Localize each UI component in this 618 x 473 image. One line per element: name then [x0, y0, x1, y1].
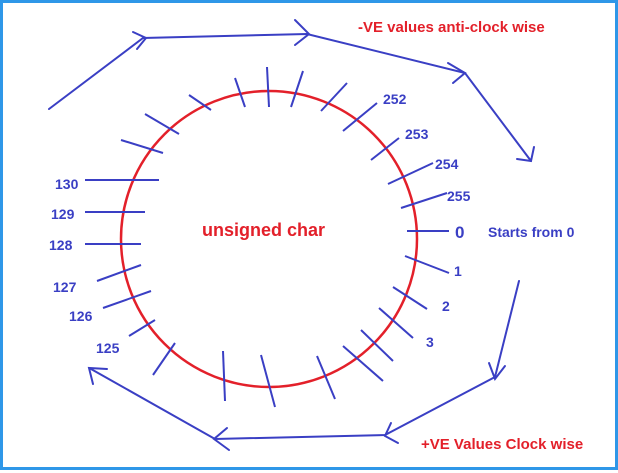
tick-254: [387, 162, 434, 185]
negative-direction-label: -VE values anti-clock wise: [358, 19, 545, 36]
tick-7: [152, 342, 176, 376]
tick-5: [260, 354, 276, 408]
label-130: 130: [55, 176, 79, 192]
label-127: 127: [53, 279, 77, 295]
clockwise-path: [90, 280, 520, 441]
anticlockwise-path: [48, 32, 532, 162]
positive-direction-label: +VE Values Clock wise: [421, 436, 583, 453]
tick-131: [120, 139, 164, 154]
tick-4: [316, 355, 336, 400]
tick-252: [342, 102, 378, 132]
tick-253: [370, 137, 400, 161]
clockwise-arrow: [87, 280, 520, 451]
label-252: 252: [383, 91, 407, 107]
arrowhead-1: [132, 31, 148, 50]
label-128: 128: [49, 237, 73, 253]
label-0: 0: [455, 223, 464, 242]
anticlockwise-arrow: [48, 19, 535, 163]
tick-255: [400, 192, 448, 209]
label-3: 3: [426, 334, 434, 350]
label-254: 254: [435, 156, 459, 172]
label-129: 129: [51, 206, 75, 222]
tick-127: [96, 264, 142, 282]
tick-marks: [85, 66, 450, 408]
label-126: 126: [69, 308, 93, 324]
arrowhead-8: [87, 366, 108, 385]
tick-3c: [342, 345, 384, 382]
tick-136: [290, 70, 304, 108]
tick-1: [404, 255, 450, 274]
arrowhead-6: [383, 422, 399, 444]
label-255: 255: [447, 188, 471, 204]
tick-3b: [360, 329, 394, 362]
tick-6: [222, 350, 226, 402]
tick-135: [266, 66, 270, 108]
start-label: Starts from 0: [488, 224, 575, 240]
center-label: unsigned char: [202, 220, 325, 240]
arrowhead-2: [294, 19, 311, 46]
tick-3a: [378, 307, 414, 339]
unsigned-char-wraparound-diagram: -VE values anti-clock wise +VE Values Cl…: [48, 19, 583, 453]
tick-132: [144, 113, 180, 135]
label-1: 1: [454, 263, 462, 279]
tick-251: [320, 82, 348, 112]
arrowhead-3: [447, 62, 467, 84]
label-253: 253: [405, 126, 429, 142]
tick-133: [188, 94, 212, 111]
tick-134: [234, 77, 246, 108]
label-125: 125: [96, 340, 120, 356]
arrowhead-7: [212, 427, 230, 451]
tick-2: [392, 286, 428, 310]
tick-126: [102, 290, 152, 309]
arrowhead-4: [516, 146, 535, 163]
tick-125: [128, 319, 156, 337]
arrowhead-5: [488, 362, 506, 382]
label-2: 2: [442, 298, 450, 314]
